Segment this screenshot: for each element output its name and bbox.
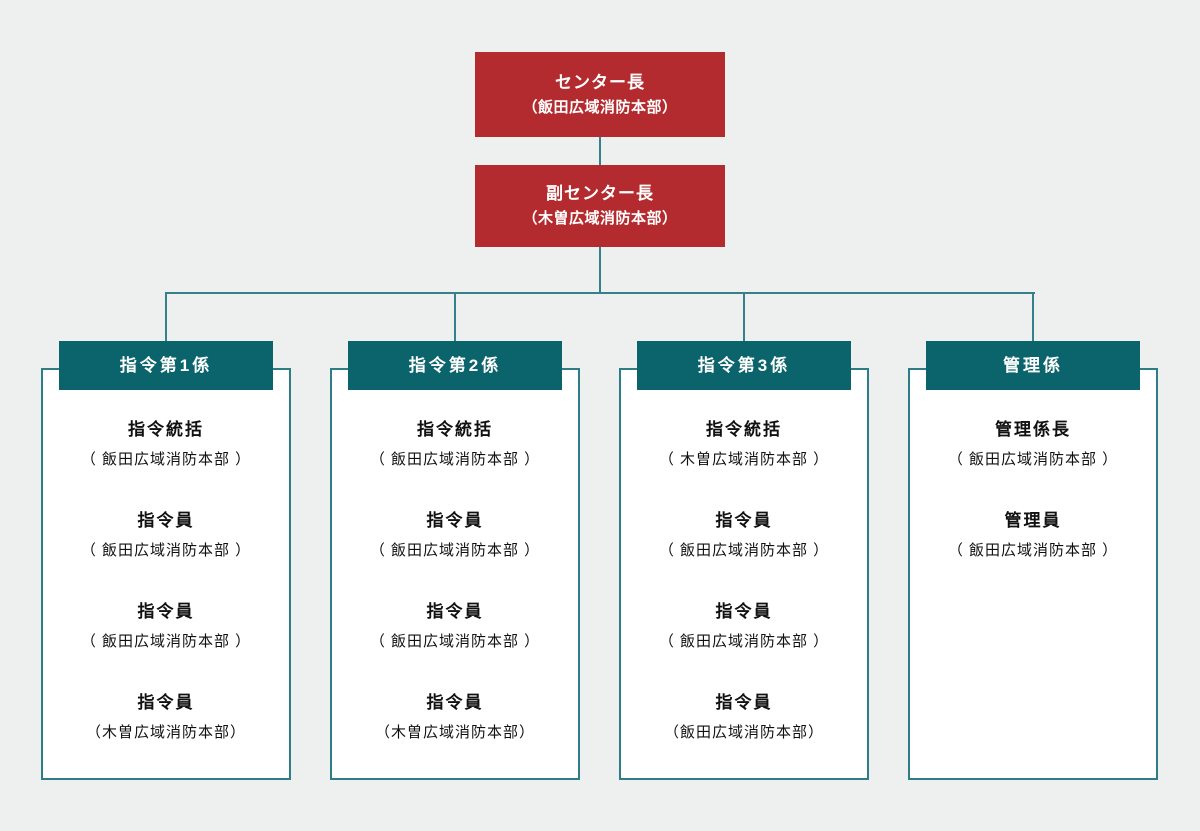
member-org: （ 飯田広域消防本部 ） xyxy=(369,633,541,650)
member-role: 指令員 xyxy=(137,602,195,621)
member-org: （ 飯田広域消防本部 ） xyxy=(80,633,252,650)
member-role: 指令員 xyxy=(715,693,773,712)
section-body: 管理係長 （ 飯田広域消防本部 ） 管理員 （ 飯田広域消防本部 ） xyxy=(908,368,1158,780)
member-role: 指令統括 xyxy=(128,420,204,439)
member: 指令員 （ 飯田広域消防本部 ） xyxy=(621,597,867,657)
connector-drop-section-3 xyxy=(743,292,745,341)
connector-drop-section-4 xyxy=(1032,292,1034,341)
member: 指令統括 （ 飯田広域消防本部 ） xyxy=(43,415,289,475)
member-role: 指令員 xyxy=(426,602,484,621)
member: 管理係長 （ 飯田広域消防本部 ） xyxy=(910,415,1156,475)
member-org: （ 飯田広域消防本部 ） xyxy=(369,542,541,559)
member-role: 指令員 xyxy=(137,693,195,712)
member-org: （ 飯田広域消防本部 ） xyxy=(658,542,830,559)
member-role: 指令統括 xyxy=(417,420,493,439)
section-header: 指令第3係 xyxy=(637,341,851,390)
node-subtitle: （飯田広域消防本部） xyxy=(522,98,678,116)
member: 指令員 （木曽広域消防本部） xyxy=(43,688,289,748)
node-subtitle: （木曽広域消防本部） xyxy=(522,210,678,227)
member: 指令員 （飯田広域消防本部） xyxy=(621,688,867,748)
section-command-3: 指令第3係 指令統括 （ 木曽広域消防本部 ） 指令員 （ 飯田広域消防本部 ）… xyxy=(619,341,869,780)
member-org: （ 飯田広域消防本部 ） xyxy=(80,542,252,559)
member-org: （ 飯田広域消防本部 ） xyxy=(947,542,1119,559)
member-role: 指令統括 xyxy=(706,420,782,439)
node-title: センター長 xyxy=(555,72,645,92)
member: 指令員 （ 飯田広域消防本部 ） xyxy=(43,597,289,657)
connector-horizontal xyxy=(165,292,1035,294)
member: 管理員 （ 飯田広域消防本部 ） xyxy=(910,506,1156,566)
member-role: 管理員 xyxy=(1004,511,1062,530)
member: 指令統括 （ 飯田広域消防本部 ） xyxy=(332,415,578,475)
member-org: （ 飯田広域消防本部 ） xyxy=(80,451,252,468)
section-body: 指令統括 （ 飯田広域消防本部 ） 指令員 （ 飯田広域消防本部 ） 指令員 （… xyxy=(330,368,580,780)
member: 指令員 （ 飯田広域消防本部 ） xyxy=(621,506,867,566)
connector-drop-section-2 xyxy=(454,292,456,341)
member-org: （ 飯田広域消防本部 ） xyxy=(369,451,541,468)
node-center-chief: センター長 （飯田広域消防本部） xyxy=(475,52,725,137)
connector-drop-section-1 xyxy=(165,292,167,341)
section-command-2: 指令第2係 指令統括 （ 飯田広域消防本部 ） 指令員 （ 飯田広域消防本部 ）… xyxy=(330,341,580,780)
member-role: 管理係長 xyxy=(995,420,1071,439)
member: 指令員 （ 飯田広域消防本部 ） xyxy=(332,506,578,566)
member-org: （木曽広域消防本部） xyxy=(374,724,535,741)
member: 指令員 （木曽広域消防本部） xyxy=(332,688,578,748)
section-command-1: 指令第1係 指令統括 （ 飯田広域消防本部 ） 指令員 （ 飯田広域消防本部 ）… xyxy=(41,341,291,780)
member-role: 指令員 xyxy=(715,511,773,530)
member: 指令員 （ 飯田広域消防本部 ） xyxy=(332,597,578,657)
member-role: 指令員 xyxy=(137,511,195,530)
member-org: （ 飯田広域消防本部 ） xyxy=(658,633,830,650)
section-body: 指令統括 （ 飯田広域消防本部 ） 指令員 （ 飯田広域消防本部 ） 指令員 （… xyxy=(41,368,291,780)
member-role: 指令員 xyxy=(426,511,484,530)
connector-chief-deputy xyxy=(599,137,601,165)
member-role: 指令員 xyxy=(715,602,773,621)
node-deputy-center-chief: 副センター長 （木曽広域消防本部） xyxy=(475,165,725,247)
section-header: 指令第2係 xyxy=(348,341,562,390)
member: 指令統括 （ 木曽広域消防本部 ） xyxy=(621,415,867,475)
member-org: （ 木曽広域消防本部 ） xyxy=(658,451,830,468)
section-body: 指令統括 （ 木曽広域消防本部 ） 指令員 （ 飯田広域消防本部 ） 指令員 （… xyxy=(619,368,869,780)
member-org: （ 飯田広域消防本部 ） xyxy=(947,451,1119,468)
member: 指令員 （ 飯田広域消防本部 ） xyxy=(43,506,289,566)
member-org: （木曽広域消防本部） xyxy=(85,724,246,741)
member-org: （飯田広域消防本部） xyxy=(663,724,824,741)
connector-deputy-trunk xyxy=(599,247,601,293)
section-header: 指令第1係 xyxy=(59,341,273,390)
section-admin: 管理係 管理係長 （ 飯田広域消防本部 ） 管理員 （ 飯田広域消防本部 ） xyxy=(908,341,1158,780)
section-header: 管理係 xyxy=(926,341,1140,390)
node-title: 副センター長 xyxy=(546,184,654,203)
member-role: 指令員 xyxy=(426,693,484,712)
